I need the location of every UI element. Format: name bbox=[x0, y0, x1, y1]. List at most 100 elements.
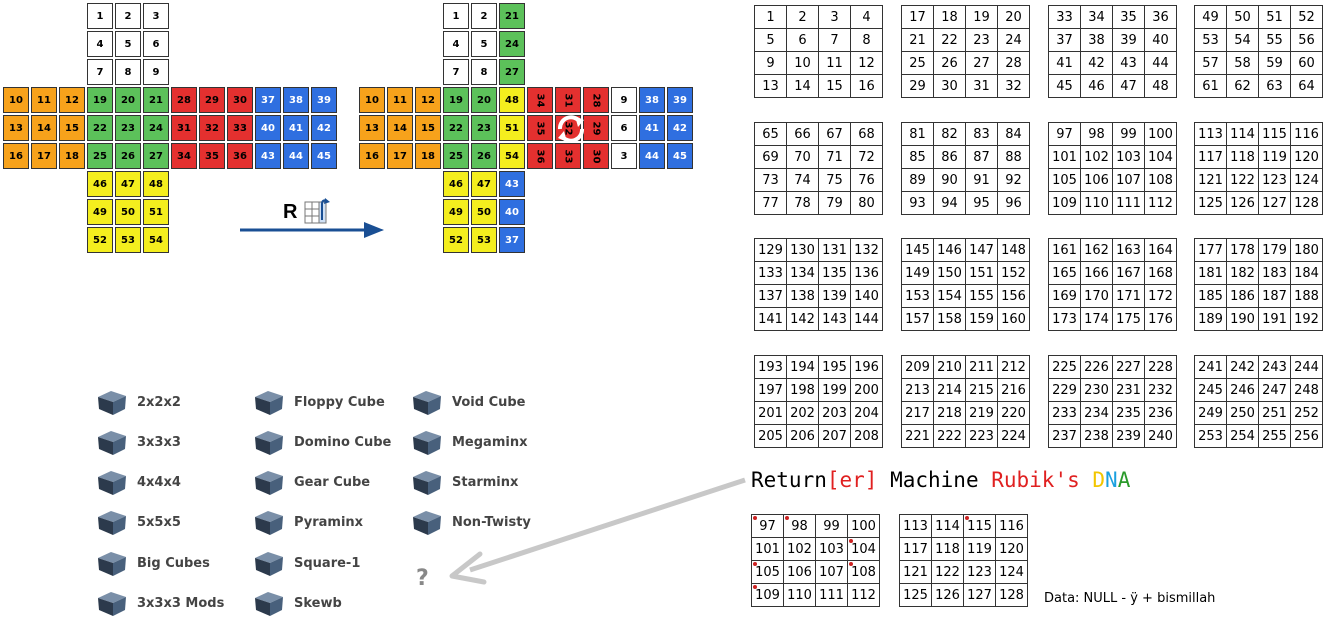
sticker-back: 38 bbox=[283, 87, 309, 113]
dna-cell: 108 bbox=[847, 560, 880, 584]
puzzle-link-5x5x5[interactable]: 5x5x5 bbox=[95, 508, 181, 536]
number-cell: 71 bbox=[818, 145, 851, 169]
number-cell: 44 bbox=[1144, 51, 1177, 75]
dna-cell: 109 bbox=[751, 583, 784, 607]
sticker-up: 2 bbox=[115, 3, 141, 29]
number-cell: 15 bbox=[818, 74, 851, 98]
puzzle-link-megaminx[interactable]: Megaminx bbox=[410, 428, 527, 456]
number-cell: 48 bbox=[1144, 74, 1177, 98]
puzzle-link-void-cube[interactable]: Void Cube bbox=[410, 388, 526, 416]
sticker-left: 16 bbox=[359, 143, 385, 169]
number-cell: 114 bbox=[1226, 122, 1259, 146]
puzzle-link-non-twisty[interactable]: Non-Twisty bbox=[410, 508, 531, 536]
puzzle-link-pyraminx[interactable]: Pyraminx bbox=[252, 508, 363, 536]
sticker-down: 48 bbox=[143, 171, 169, 197]
puzzle-link-4x4x4[interactable]: 4x4x4 bbox=[95, 468, 181, 496]
sticker-left: 14 bbox=[31, 115, 57, 141]
puzzle-link-gear-cube[interactable]: Gear Cube bbox=[252, 468, 370, 496]
number-cell: 39 bbox=[1112, 28, 1145, 52]
dna-cell: 97 bbox=[751, 514, 784, 538]
sticker-back: 9 bbox=[611, 87, 637, 113]
5x5x5-cube-icon bbox=[98, 511, 126, 535]
number-cell: 246 bbox=[1226, 378, 1259, 402]
number-cell: 161 bbox=[1048, 238, 1081, 262]
sticker-front: 51 bbox=[499, 115, 525, 141]
number-cell: 136 bbox=[850, 261, 883, 285]
number-cell: 108 bbox=[1144, 168, 1177, 192]
puzzle-link-domino-cube[interactable]: Domino Cube bbox=[252, 428, 391, 456]
sticker-back: 43 bbox=[255, 143, 281, 169]
sticker-up: 1 bbox=[443, 3, 469, 29]
dna-cell: 105 bbox=[751, 560, 784, 584]
number-cell: 231 bbox=[1112, 378, 1145, 402]
number-cell: 38 bbox=[1080, 28, 1113, 52]
sticker-back: 38 bbox=[639, 87, 665, 113]
number-cell: 238 bbox=[1080, 424, 1113, 448]
number-cell: 210 bbox=[933, 355, 966, 379]
number-cell: 78 bbox=[786, 191, 819, 215]
void-cube-icon bbox=[413, 391, 441, 415]
number-cell: 252 bbox=[1290, 401, 1323, 425]
number-cell: 60 bbox=[1290, 51, 1323, 75]
sticker-front: 21 bbox=[143, 87, 169, 113]
sticker-down: 46 bbox=[443, 171, 469, 197]
number-cell: 166 bbox=[1080, 261, 1113, 285]
number-cell: 72 bbox=[850, 145, 883, 169]
number-cell: 23 bbox=[965, 28, 998, 52]
number-cell: 202 bbox=[786, 401, 819, 425]
number-cell: 92 bbox=[997, 168, 1030, 192]
dna-cell: 114 bbox=[931, 514, 964, 538]
number-cell: 160 bbox=[997, 307, 1030, 331]
puzzle-link-starminx[interactable]: Starminx bbox=[410, 468, 518, 496]
sticker-down: 46 bbox=[87, 171, 113, 197]
sticker-back: 39 bbox=[667, 87, 693, 113]
sticker-right: 31 bbox=[555, 87, 581, 113]
number-cell: 196 bbox=[850, 355, 883, 379]
number-cell: 142 bbox=[786, 307, 819, 331]
dna-cell: 98 bbox=[783, 514, 816, 538]
number-cell: 14 bbox=[786, 74, 819, 98]
number-cell: 51 bbox=[1258, 5, 1291, 29]
number-cell: 76 bbox=[850, 168, 883, 192]
puzzle-link-skewb[interactable]: Skewb bbox=[252, 589, 342, 617]
sticker-back: 6 bbox=[611, 115, 637, 141]
footer-note: Data: NULL - ÿ + bismillah bbox=[1044, 591, 1216, 606]
number-cell: 105 bbox=[1048, 168, 1081, 192]
puzzle-link-3x3x3[interactable]: 3x3x3 bbox=[95, 428, 181, 456]
number-cell: 80 bbox=[850, 191, 883, 215]
dna-cell: 118 bbox=[931, 537, 964, 561]
number-cell: 124 bbox=[1290, 168, 1323, 192]
number-cell: 94 bbox=[933, 191, 966, 215]
number-cell: 182 bbox=[1226, 261, 1259, 285]
sticker-up: 8 bbox=[115, 59, 141, 85]
number-cell: 63 bbox=[1258, 74, 1291, 98]
sticker-back: 41 bbox=[639, 115, 665, 141]
dna-cell: 117 bbox=[899, 537, 932, 561]
number-cell: 203 bbox=[818, 401, 851, 425]
number-cell: 169 bbox=[1048, 284, 1081, 308]
puzzle-link-big-cubes[interactable]: Big Cubes bbox=[95, 549, 210, 577]
number-cell: 86 bbox=[933, 145, 966, 169]
sticker-back: 44 bbox=[283, 143, 309, 169]
number-cell: 13 bbox=[754, 74, 787, 98]
floppy-cube-icon bbox=[255, 391, 283, 415]
number-cell: 77 bbox=[754, 191, 787, 215]
number-cell: 130 bbox=[786, 238, 819, 262]
sticker-down: 54 bbox=[143, 227, 169, 253]
puzzle-link-square-1[interactable]: Square-1 bbox=[252, 549, 360, 577]
number-cell: 225 bbox=[1048, 355, 1081, 379]
sticker-down: 49 bbox=[87, 199, 113, 225]
puzzle-link-floppy-cube[interactable]: Floppy Cube bbox=[252, 388, 385, 416]
sticker-right: 36 bbox=[527, 143, 553, 169]
puzzle-link-3x3x3-mods[interactable]: 3x3x3 Mods bbox=[95, 589, 224, 617]
puzzle-link-2x2x2[interactable]: 2x2x2 bbox=[95, 388, 181, 416]
domino-cube-icon bbox=[255, 431, 283, 455]
puzzle-label: Floppy Cube bbox=[294, 394, 385, 410]
sticker-front: 26 bbox=[471, 143, 497, 169]
sticker-down: 52 bbox=[443, 227, 469, 253]
